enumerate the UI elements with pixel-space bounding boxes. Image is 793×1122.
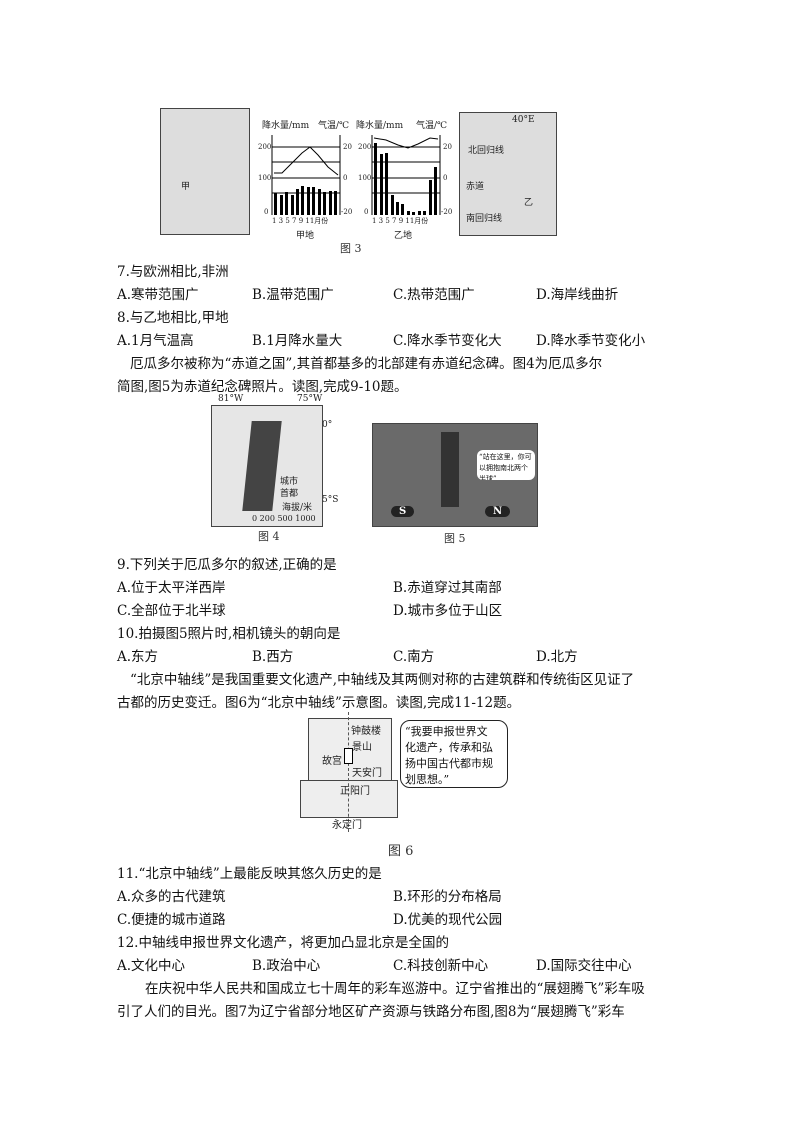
q7-stem: 7.与欧洲相比,非洲 [117,264,229,280]
q10-option-a: A.东方 [117,649,159,665]
tropic-south-label: 南回归线 [466,214,503,224]
q8-option-b: B.1月降水量大 [252,333,343,349]
lon-e-label: 75°W [297,394,323,404]
q12-option-b: B.政治中心 [252,958,321,974]
q11-option-a: A.众多的古代建筑 [117,889,226,905]
temp-axis-label: 气温/℃ [318,121,350,131]
equator-label: 赤道 [466,182,485,192]
q7-option-b: B.温带范围广 [252,287,334,303]
precip-tick-0: 0 [364,208,369,216]
temp-tick-20: 20 [343,143,352,151]
para3-line1: 在庆祝中华人民共和国成立七十周年的彩车巡游中。辽宁省推出的“展翅腾飞”彩车吸 [145,981,645,997]
q10-stem: 10.拍摄图5照片时,相机镜头的朝向是 [117,626,341,642]
q8-option-d: D.降水季节变化小 [536,333,646,349]
q9-option-d: D.城市多位于山区 [393,603,503,619]
forbidden-city-rect [344,748,353,764]
legend-city: 城市 [280,477,299,487]
africa-map: 40°E 北回归线 赤道 乙 南回归线 [459,112,557,236]
q10-option-b: B.西方 [252,649,294,665]
q9-stem: 9.下列关于厄瓜多尔的叙述,正确的是 [117,557,337,573]
fig4-caption: 图 4 [258,530,280,543]
para3-line2: 引了人们的目光。图7为辽宁省部分地区矿产资源与铁路分布图,图8为“展翅腾飞”彩车 [117,1004,625,1020]
precip-tick-200: 200 [258,143,272,151]
chart-jia-plot [271,135,341,215]
europe-map: 甲 [160,108,250,235]
elevation-scale: 0 200 500 1000 [252,514,316,523]
temp-tick-0: 0 [443,174,448,182]
temp-axis-label: 气温/℃ [416,121,448,131]
q10-option-d: D.北方 [536,649,578,665]
legend-elevation: 海拔/米 [282,503,313,513]
label-zhengyangmen: 正阳门 [340,786,370,797]
chart-jia-label: 甲地 [296,231,315,241]
precip-tick-100: 100 [358,174,372,182]
q11-stem: 11.“北京中轴线”上最能反映其悠久历史的是 [117,866,382,882]
q12-option-a: A.文化中心 [117,958,186,974]
q8-stem: 8.与乙地相比,甲地 [117,310,229,326]
q9-option-c: C.全部位于北半球 [117,603,226,619]
chart-yi-label: 乙地 [394,231,413,241]
central-axis-line [348,712,349,832]
lat-5-label: 5°S [322,495,339,505]
q9-option-b: B.赤道穿过其南部 [393,580,502,596]
label-drum-tower: 钟鼓楼 [351,726,381,737]
q11-option-b: B.环形的分布格局 [393,889,502,905]
fig6-speech-bubble: “我要申报世界文 化遗产，传承和弘 扬中国古代都市规 划思想。” [400,720,508,788]
q11-option-c: C.便捷的城市道路 [117,912,226,928]
x-ticks: 1 3 5 7 9 11月份 [272,217,329,225]
q8-option-a: A.1月气温高 [117,333,194,349]
fig5-caption: 图 5 [444,532,466,545]
x-ticks: 1 3 5 7 9 11月份 [372,217,429,225]
precip-axis-label: 降水量/mm [262,121,310,131]
label-jingshan: 景山 [352,742,372,753]
q7-option-c: C.热带范围广 [393,287,475,303]
precip-tick-100: 100 [258,174,272,182]
lon-label: 40°E [512,115,535,125]
temp-tick-0: 0 [343,174,348,182]
south-marker: S [391,506,415,517]
monument [441,432,459,507]
q11-option-d: D.优美的现代公园 [393,912,503,928]
bubble-line: 划思想。” [405,773,450,786]
andes-region [242,421,282,511]
north-marker: N [485,506,511,517]
q12-option-c: C.科技创新中心 [393,958,489,974]
tropic-north-label: 北回归线 [468,146,505,156]
label-forbidden-city: 故宫 [322,756,342,767]
precip-tick-200: 200 [358,143,372,151]
q12-option-d: D.国际交往中心 [536,958,632,974]
bubble-line: 化遗产，传承和弘 [405,741,493,754]
para1-line1: 厄瓜多尔被称为“赤道之国”,其首都基多的北部建有赤道纪念碑。图4为厄瓜多尔 [130,356,603,372]
temp-tick-minus20: -20 [441,208,453,216]
para2-line2: 古都的历史变迁。图6为“北京中轴线”示意图。读图,完成11-12题。 [117,695,521,711]
bubble-line: “我要申报世界文 [405,725,488,738]
ecuador-map: 城市 首都 海拔/米 0 200 500 1000 [211,405,323,527]
precip-tick-0: 0 [264,208,269,216]
temp-tick-20: 20 [443,143,452,151]
fig6-caption: 图 6 [388,844,414,859]
para2-line1: “北京中轴线”是我国重要文化遗产,中轴线及其两侧对称的古建筑群和传统街区见证了 [130,672,635,688]
q12-stem: 12.中轴线申报世界文化遗产，将更加凸显北京是全国的 [117,935,449,951]
chart-yi-plot [371,135,441,215]
fig3-caption: 图 3 [340,242,362,255]
label-tiananmen: 天安门 [352,768,382,779]
point-yi: 乙 [524,198,534,208]
label-yongdingmen: 永定门 [332,820,362,831]
q7-option-a: A.寒带范围广 [117,287,199,303]
outer-city [300,780,398,818]
para1-line2: 简图,图5为赤道纪念碑照片。读图,完成9-10题。 [117,379,408,395]
lat-0-label: 0° [322,420,333,430]
equator-monument-photo: “站在这里，你可以拥抱南北两个半球” S N [372,423,538,527]
bubble-line: 扬中国古代都市规 [405,757,493,770]
q9-option-a: A.位于太平洋西岸 [117,580,226,596]
point-jia: 甲 [181,182,191,192]
q7-option-d: D.海岸线曲折 [536,287,619,303]
q8-option-c: C.降水季节变化大 [393,333,502,349]
precip-axis-label: 降水量/mm [356,121,404,131]
legend-capital: 首都 [280,489,299,499]
lon-w-label: 81°W [218,394,244,404]
temp-tick-minus20: -20 [341,208,353,216]
q10-option-c: C.南方 [393,649,435,665]
speech-bubble: “站在这里，你可以拥抱南北两个半球” [477,450,535,480]
